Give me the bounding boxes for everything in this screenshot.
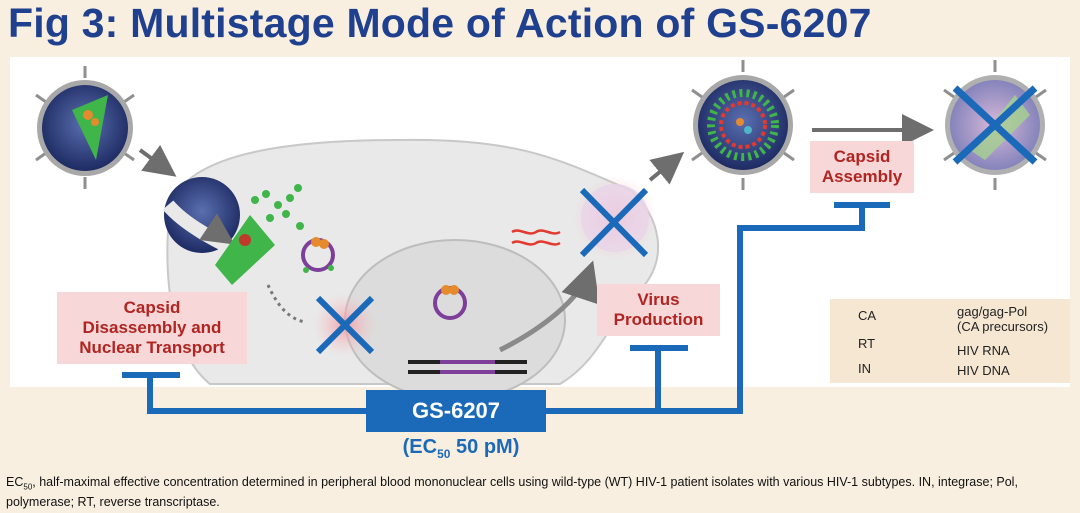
inhibition-network xyxy=(122,202,890,414)
integration-site xyxy=(408,285,527,374)
footnote-text: , half-maximal effective concentration d… xyxy=(6,475,1018,509)
legend-ca: CA xyxy=(858,308,877,323)
ec50-label: (EC50 50 pM) xyxy=(386,436,536,461)
virus-production-label: Virus Production xyxy=(597,284,720,336)
mature-virion xyxy=(35,66,135,189)
uncoating-arrow xyxy=(199,213,235,245)
legend-ca-precursors: (CA precursors) xyxy=(957,319,1049,334)
capsid-disassembly-label: Capsid Disassembly and Nuclear Transport xyxy=(57,292,247,364)
legend: CA RT IN gag/gag-Pol (CA precursors) HIV… xyxy=(830,299,1070,383)
virus-production-block xyxy=(573,176,657,260)
budding-arrow xyxy=(648,151,685,185)
blocked-mature-virion xyxy=(943,60,1047,190)
production-line-2: Production xyxy=(613,310,704,329)
ec50-prefix: (EC xyxy=(402,436,438,458)
legend-in: IN xyxy=(858,361,871,376)
footnote-sub: 50 xyxy=(23,482,33,492)
immature-virion xyxy=(691,60,795,190)
legend-hiv-dna: HIV DNA xyxy=(957,363,1010,378)
ec50-subscript: 50 xyxy=(437,447,451,461)
gs6207-box: GS-6207 xyxy=(366,390,546,432)
hiv-rna xyxy=(511,229,561,246)
disassembly-line-3: Nuclear Transport xyxy=(79,338,225,357)
nuclear-import-block xyxy=(313,293,377,357)
ec50-value: 50 pM) xyxy=(450,436,520,458)
figure-title: Fig 3: Multistage Mode of Action of GS-6… xyxy=(8,0,872,46)
production-line-1: Virus xyxy=(637,290,680,309)
disassembly-line-2: Disassembly and xyxy=(82,318,222,337)
entry-arrow xyxy=(138,144,177,177)
legend-gag: gag/gag-Pol xyxy=(957,304,1028,319)
legend-rt: RT xyxy=(858,336,876,351)
assembly-line-2: Assembly xyxy=(821,167,903,186)
legend-hiv-rna: HIV RNA xyxy=(957,343,1010,358)
footnote: EC50, half-maximal effective concentrati… xyxy=(6,475,1074,510)
entering-virion xyxy=(162,177,240,257)
capsid-assembly-label: Capsid Assembly xyxy=(810,141,914,193)
transcription-arrow xyxy=(498,260,600,353)
nucleus xyxy=(344,239,566,401)
assembly-line-1: Capsid xyxy=(833,147,891,166)
footnote-ec: EC xyxy=(6,475,24,489)
disassembly-line-1: Capsid xyxy=(123,298,181,317)
pre-integration-complex xyxy=(301,237,335,273)
uncoating-capsid xyxy=(215,184,304,285)
transport-path xyxy=(266,284,306,324)
